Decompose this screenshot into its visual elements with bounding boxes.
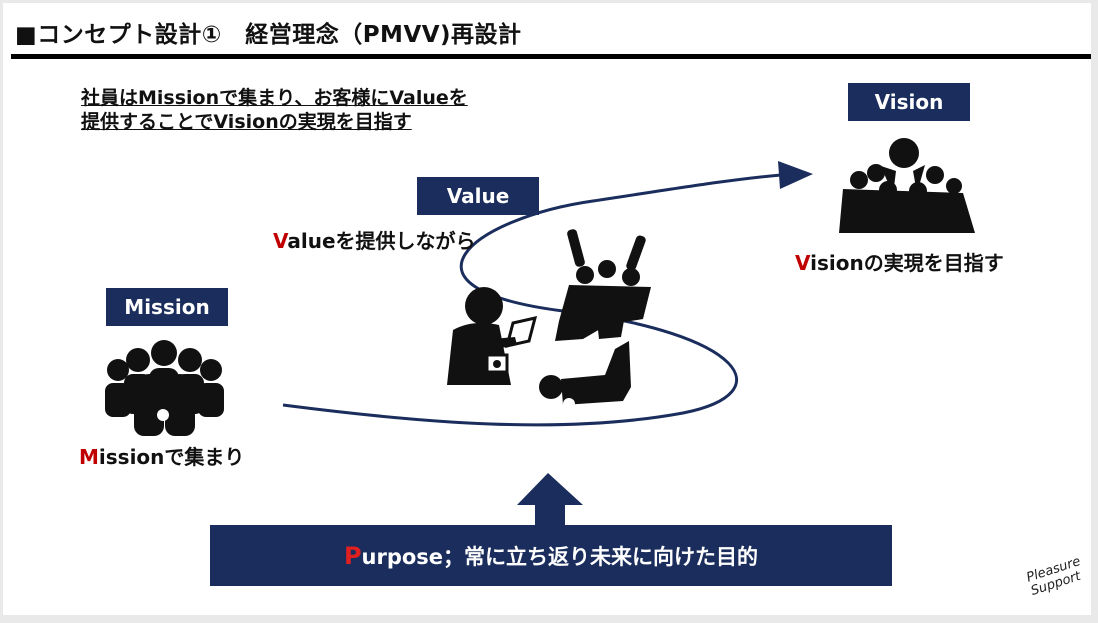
vision-caption-initial: V [795,251,811,275]
summary-text: 社員はMissionで集まり、お客様にValueを 提供することでVisionの… [81,86,468,134]
waiter-icon [447,287,538,385]
cheering-fans-icon [555,229,651,341]
value-caption-rest: alueを提供しながら [287,229,476,253]
vision-label-box: Vision [848,83,970,121]
slide: ■コンセプト設計① 経営理念（PMVV)再設計 社員はMissionで集まり、お… [3,3,1091,615]
crowd-icon [105,340,224,436]
mission-label-box: Mission [106,288,228,326]
vision-caption-rest: isionの実現を目指す [810,251,1004,275]
purpose-initial: P [343,541,362,570]
up-arrow-icon [517,473,583,525]
header-divider [11,54,1091,59]
celebration-icon [839,138,975,233]
value-label-box: Value [417,177,539,215]
page-title: ■コンセプト設計① 経営理念（PMVV)再設計 [15,22,522,48]
purpose-text: urpose；常に立ち返り未来に向けた目的 [361,544,759,569]
summary-line-1: 社員はMissionで集まり、お客様にValueを [81,87,468,109]
mission-caption-rest: issionで集まり [98,445,245,469]
vision-caption: Visionの実現を目指す [795,247,1004,276]
value-caption: Valueを提供しながら [273,225,476,254]
lying-person-icon [539,341,631,410]
mission-caption: Missionで集まり [79,441,244,470]
value-caption-initial: V [273,229,288,253]
mission-caption-initial: M [79,445,99,469]
summary-line-2: 提供することでVisionの実現を目指す [81,111,412,133]
arrow-head-icon [778,161,813,189]
diagram-graphics [105,138,975,525]
